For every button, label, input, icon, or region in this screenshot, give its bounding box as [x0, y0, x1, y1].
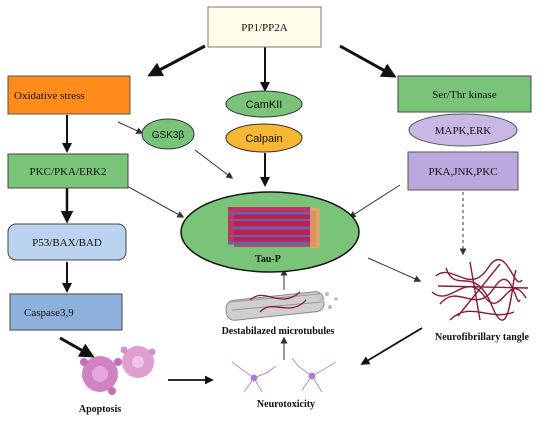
p53-bax-bad-label: P53/BAX/BAD [32, 237, 102, 249]
neurotoxicity-label: Neurotoxicity [257, 399, 315, 410]
node-pkc-pka-erk2: PKC/PKA/ERK2 [7, 153, 129, 189]
node-tau-p: Tau-P [180, 191, 360, 273]
node-apoptosis: Apoptosis [79, 346, 156, 415]
microtubule-bundle-image [228, 207, 320, 248]
arrow-gsk3b-to-taup [194, 149, 234, 179]
pkc-pka-erk2-label: PKC/PKA/ERK2 [29, 166, 106, 178]
gsk3b-label: GSK3β [152, 130, 185, 141]
pp1-pp2a-label: PP1/PP2A [241, 22, 288, 34]
node-destabilized-microtubules: Destabilazed microtubules [222, 291, 338, 337]
destabilized-microtubules-label: Destabilazed microtubules [222, 326, 335, 337]
node-caspase: Caspase3,9 [9, 293, 123, 331]
node-calpain: Calpain [225, 123, 303, 153]
apoptosis-label: Apoptosis [79, 404, 121, 415]
node-neurofibrillary-tangle: Neurofibrillary tangle [431, 259, 530, 343]
arrow-pp1-to-oxidative [147, 44, 206, 77]
apoptosis-cells-image [80, 346, 156, 395]
neurons-image [231, 357, 337, 393]
node-neurotoxicity: Neurotoxicity [231, 357, 337, 410]
camkii-label: CamKII [246, 99, 283, 111]
arrow-nft-to-neurotoxicity [360, 327, 423, 365]
ser-thr-kinase-label: Ser/Thr kinase [432, 89, 497, 101]
tau-p-label: Tau-P [255, 254, 281, 265]
tangle-image [431, 259, 529, 321]
neurofibrillary-tangle-label: Neurofibrillary tangle [435, 332, 530, 343]
node-gsk3b: GSK3β [141, 118, 195, 150]
node-pka-jnk-pkc: PKA,JNK,PKC [407, 151, 519, 191]
node-camkii: CamKII [225, 90, 303, 118]
node-oxidative-stress: Oxidative stress [7, 75, 131, 115]
arrow-pkc-to-taup [124, 184, 185, 218]
arrow-caspase-to-apoptosis [59, 336, 95, 358]
node-pp1-pp2a: PP1/PP2A [207, 6, 322, 48]
node-p53-bax-bad: P53/BAX/BAD [7, 223, 127, 261]
caspase-label: Caspase3,9 [24, 307, 74, 319]
arrow-pka-to-taup [348, 184, 401, 218]
microtubule-image [225, 291, 338, 321]
calpain-label: Calpain [245, 133, 282, 145]
node-ser-thr-kinase: Ser/Thr kinase [397, 75, 532, 113]
mapk-erk-label: MAPK,ERK [435, 125, 492, 137]
arrows [59, 44, 467, 385]
pka-jnk-pkc-label: PKA,JNK,PKC [428, 166, 497, 178]
node-mapk-erk: MAPK,ERK [408, 113, 518, 147]
arrow-taup-to-nft [367, 257, 422, 282]
oxidative-stress-label: Oxidative stress [14, 90, 85, 102]
arrow-pp1-to-serthr [339, 44, 397, 78]
arrow-oxidative-to-gsk3b [117, 121, 144, 134]
